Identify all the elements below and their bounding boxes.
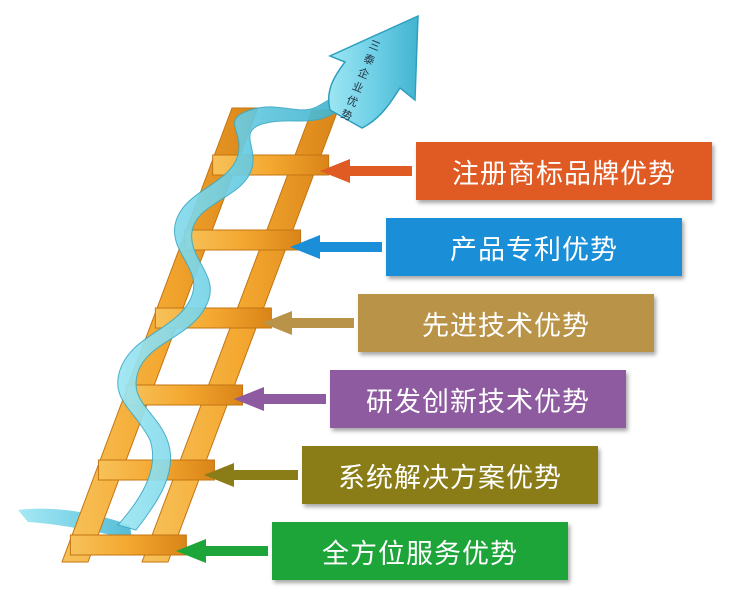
- pointer-arrow: [234, 387, 326, 411]
- ribbon: [117, 97, 337, 531]
- pointer-arrow: [262, 311, 354, 335]
- pointer-arrow: [320, 159, 412, 183]
- advantage-label: 产品专利优势: [386, 218, 682, 276]
- advantage-label: 全方位服务优势: [272, 522, 568, 580]
- advantage-label: 先进技术优势: [358, 294, 654, 352]
- advantage-label: 系统解决方案优势: [302, 446, 598, 504]
- ribbon-tail: [18, 508, 132, 540]
- advantage-label: 注册商标品牌优势: [416, 142, 712, 200]
- advantage-label: 研发创新技术优势: [330, 370, 626, 428]
- growth-arrow: [328, 14, 419, 129]
- ladder: [61, 107, 339, 563]
- ladder-rung: [126, 384, 244, 406]
- pointer-arrow: [290, 235, 382, 259]
- pointer-arrow: [204, 463, 298, 487]
- ladder-rung: [69, 534, 187, 556]
- pointer-arrow: [176, 539, 268, 563]
- ladder-rung: [184, 229, 302, 251]
